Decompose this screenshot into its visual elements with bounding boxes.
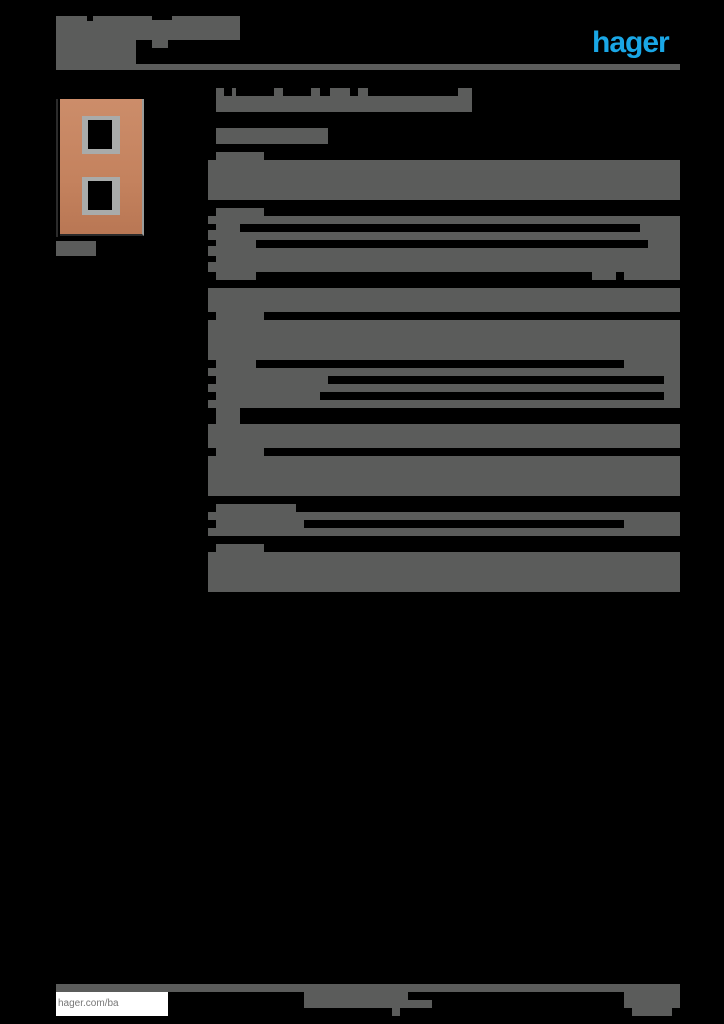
section-body (208, 552, 680, 592)
website-link[interactable]: hager.com/ba (56, 992, 168, 1016)
section-heading (216, 504, 296, 512)
section-heading (216, 208, 264, 216)
section-body (208, 160, 680, 200)
section-heading (216, 312, 264, 320)
section-body (208, 288, 680, 312)
header-rule (56, 64, 680, 70)
footer-center-masked (304, 992, 408, 1008)
document-title-masked (56, 16, 240, 40)
frame-opening-bottom (82, 177, 120, 215)
cover-plate (60, 99, 144, 236)
document-subtitle-masked (56, 40, 136, 64)
hager-logo[interactable]: hager (592, 26, 670, 59)
section-heading (216, 408, 240, 424)
section-heading (216, 152, 264, 160)
section-heading (216, 448, 264, 456)
section-body (208, 456, 680, 496)
footer-rule (56, 984, 680, 992)
frame-opening-top (82, 116, 120, 154)
section-body (208, 424, 680, 448)
product-subtitle-masked (216, 128, 328, 144)
page-info-masked (624, 992, 680, 1008)
section-heading (216, 544, 264, 552)
product-reference-masked (56, 241, 96, 256)
